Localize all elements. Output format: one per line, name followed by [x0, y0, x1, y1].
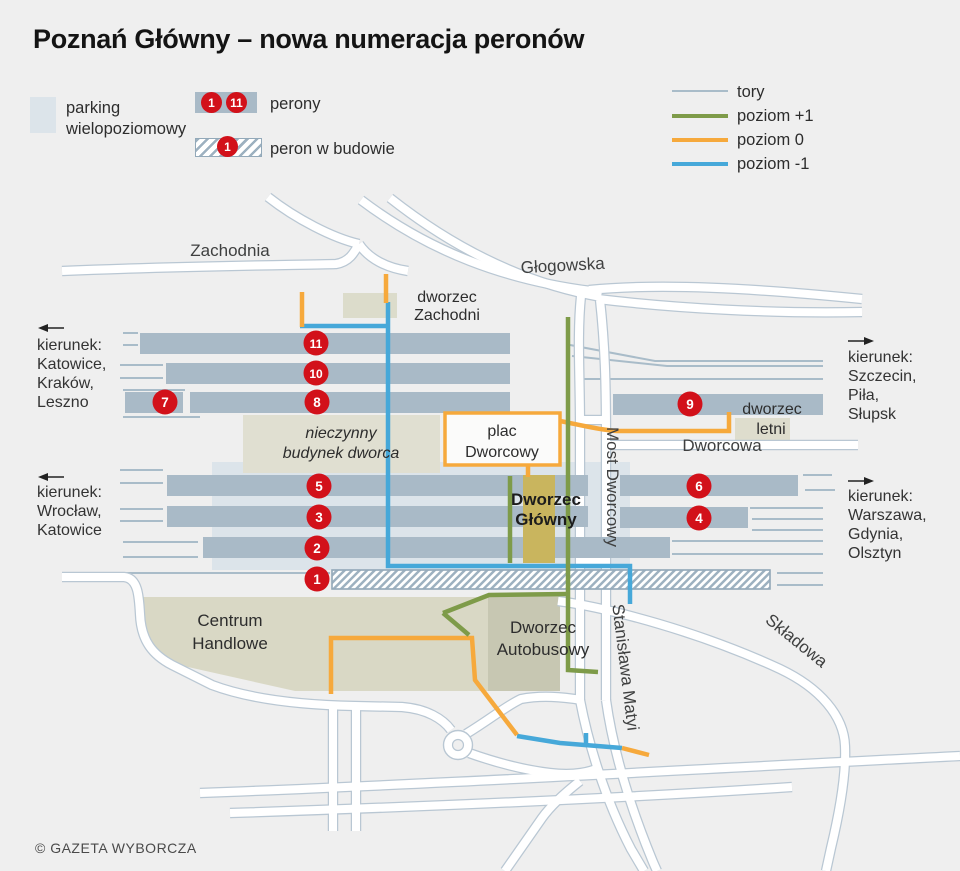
svg-text:8: 8: [313, 395, 321, 410]
legend-tory-label: tory: [737, 83, 765, 101]
place-labels: dworzec Zachodni nieczynny budynek dworc…: [192, 289, 802, 659]
platform-bar-8: [190, 392, 510, 413]
svg-text:Leszno: Leszno: [37, 394, 89, 411]
platform-badge-5: 5: [306, 473, 332, 499]
credit: © GAZETA WYBORCZA: [35, 840, 197, 856]
page-title: Poznań Główny – nowa numeracja peronów: [33, 24, 585, 54]
svg-text:7: 7: [161, 395, 169, 410]
platform-bar-2: [203, 537, 670, 558]
svg-text:9: 9: [686, 397, 694, 412]
roads: [62, 197, 960, 871]
svg-text:6: 6: [695, 479, 703, 494]
svg-text:budynek dworca: budynek dworca: [283, 445, 400, 462]
svg-text:1: 1: [313, 572, 321, 587]
platform-badge-6: 6: [686, 473, 712, 499]
svg-text:5: 5: [315, 479, 323, 494]
label-dworzec-letni: dworzec: [742, 401, 802, 418]
dworzec-letni-building: [735, 418, 790, 440]
street-most-dworcowy: Most Dworcowy: [603, 427, 622, 547]
label-nieczynny-budynek: nieczynny: [305, 425, 377, 442]
svg-text:4: 4: [695, 511, 703, 526]
svg-text:Warszawa,: Warszawa,: [848, 507, 927, 524]
label-dworzec-glowny: Dworzec: [511, 490, 581, 509]
svg-text:Zachodni: Zachodni: [414, 307, 480, 324]
platform-badge-10: 10: [303, 360, 329, 386]
legend-level-minus1-label: poziom -1: [737, 155, 810, 173]
legend-construction-label: peron w budowie: [270, 140, 395, 158]
nieczynny-budynek-building: [243, 415, 440, 473]
svg-text:Olsztyn: Olsztyn: [848, 545, 901, 562]
legend-level-minus1-line: [672, 162, 728, 166]
platform-badge-1: 1: [304, 566, 330, 592]
svg-text:Szczecin,: Szczecin,: [848, 368, 916, 385]
legend-badge-1: 1: [201, 92, 222, 113]
level-lines: [299, 274, 732, 758]
svg-text:Dworcowy: Dworcowy: [465, 444, 539, 461]
direction-ne: kierunek:: [848, 349, 913, 366]
direction-se: kierunek:: [848, 488, 913, 505]
platform-badge-4: 4: [686, 505, 712, 531]
direction-nw: kierunek:: [37, 337, 102, 354]
svg-text:Piła,: Piła,: [848, 387, 879, 404]
svg-text:11: 11: [310, 337, 323, 351]
svg-text:Słupsk: Słupsk: [848, 406, 897, 423]
svg-text:Autobusowy: Autobusowy: [497, 640, 590, 659]
legend-construction-badge: 1: [217, 136, 238, 157]
platform-bar-3: [167, 506, 588, 527]
legend-perony-label: perony: [270, 95, 321, 113]
direction-sw: kierunek:: [37, 484, 102, 501]
svg-text:Główny: Główny: [515, 510, 577, 529]
legend-parking-swatch: [30, 97, 56, 133]
legend-level-0-line: [672, 138, 728, 142]
centrum-handlowe-building: [141, 597, 488, 691]
label-dworzec-autobusowy: Dworzec: [510, 618, 577, 637]
platform-bar-5: [167, 475, 588, 496]
svg-text:letni: letni: [756, 421, 785, 438]
street-dworcowa: Dworcowa: [682, 436, 762, 455]
street-glogowska: Głogowska: [520, 254, 606, 277]
level-plus1-line: [565, 317, 599, 675]
dworzec-glowny-building: [523, 475, 555, 563]
svg-text:Wrocław,: Wrocław,: [37, 503, 102, 520]
svg-text:10: 10: [309, 367, 323, 381]
label-centrum-handlowe: Centrum: [197, 611, 262, 630]
street-zachodnia: Zachodnia: [190, 241, 270, 260]
platform-badge-7: 7: [152, 389, 178, 415]
platform-badge-11: 11: [303, 330, 329, 356]
direction-labels: kierunek: Katowice, Kraków, Leszno kieru…: [37, 324, 927, 562]
platform-bar-4: [620, 507, 748, 528]
platform-badge-2: 2: [304, 535, 330, 561]
legend-tory-line: [672, 90, 728, 92]
svg-text:3: 3: [315, 510, 323, 525]
legend-level-0-label: poziom 0: [737, 131, 804, 149]
platform-badge-3: 3: [306, 504, 332, 530]
svg-text:Handlowe: Handlowe: [192, 634, 268, 653]
platform-bar-10: [166, 363, 510, 384]
platform-badge-8: 8: [304, 389, 330, 415]
legend-parking-label: parking wielopoziomowy: [66, 99, 187, 138]
platform-bar-9: [613, 394, 823, 415]
label-dworzec-zachodni: dworzec: [417, 289, 477, 306]
svg-text:Kraków,: Kraków,: [37, 375, 94, 392]
legend-badge-11: 11: [226, 92, 247, 113]
svg-text:Gdynia,: Gdynia,: [848, 526, 903, 543]
legend-level-plus1-line: [672, 114, 728, 118]
svg-text:Katowice,: Katowice,: [37, 356, 106, 373]
dworzec-autobusowy-building: [488, 595, 560, 691]
svg-text:2: 2: [313, 541, 321, 556]
svg-text:Katowice: Katowice: [37, 522, 102, 539]
platform-badges: 11 10 7 8 9 5 6 3 4 2 1: [152, 330, 712, 592]
legend-level-plus1-label: poziom +1: [737, 107, 814, 125]
label-plac-dworcowy: plac: [487, 423, 516, 440]
plac-dworcowy-area: [443, 411, 562, 467]
platform-badge-9: 9: [677, 391, 703, 417]
